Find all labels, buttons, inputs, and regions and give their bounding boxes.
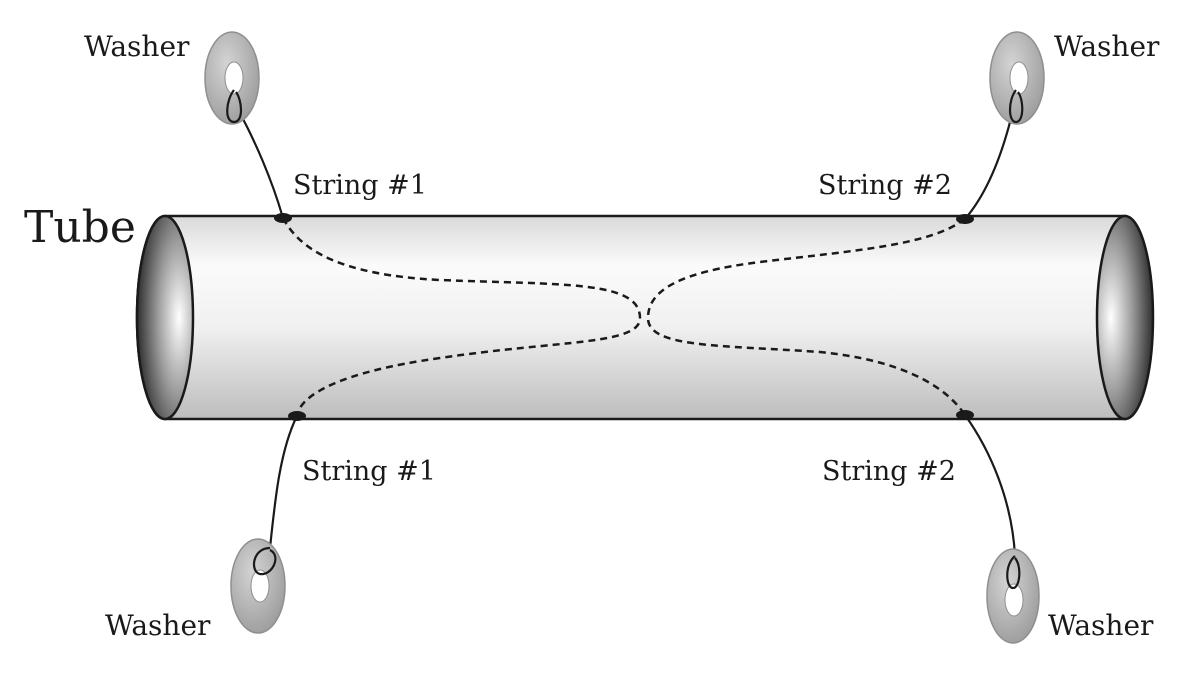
string-1-top-label: String #1: [293, 170, 427, 201]
washer-bottom-left-label: Washer: [105, 609, 211, 642]
string-1-bottom-outer: [268, 415, 298, 549]
washer-top-right: [989, 31, 1045, 125]
washer-bottom-left: [230, 538, 286, 634]
string-1-bottom-label: String #1: [302, 456, 436, 487]
tube: [135, 214, 1155, 421]
washer-bottom-right: [986, 548, 1040, 644]
string-2-top-outer: [964, 105, 1016, 220]
washer-top-left: [204, 31, 260, 125]
inner-strings: [281, 217, 967, 417]
washer-top-right-label: Washer: [1054, 30, 1160, 63]
string-2-bottom-outer: [964, 414, 1017, 557]
washer-top-left-label: Washer: [84, 30, 190, 63]
string-1-inner-path: [281, 217, 642, 417]
tube-right-opening: [1095, 214, 1155, 421]
tube-body: [135, 214, 1127, 421]
washer-bottom-right-label: Washer: [1048, 609, 1154, 642]
string-2-bottom-label: String #2: [822, 456, 956, 487]
string-1-top-outer: [235, 105, 285, 219]
tube-left-opening: [135, 214, 195, 421]
tube-label: Tube: [24, 202, 136, 253]
string-2-top-label: String #2: [818, 170, 952, 201]
